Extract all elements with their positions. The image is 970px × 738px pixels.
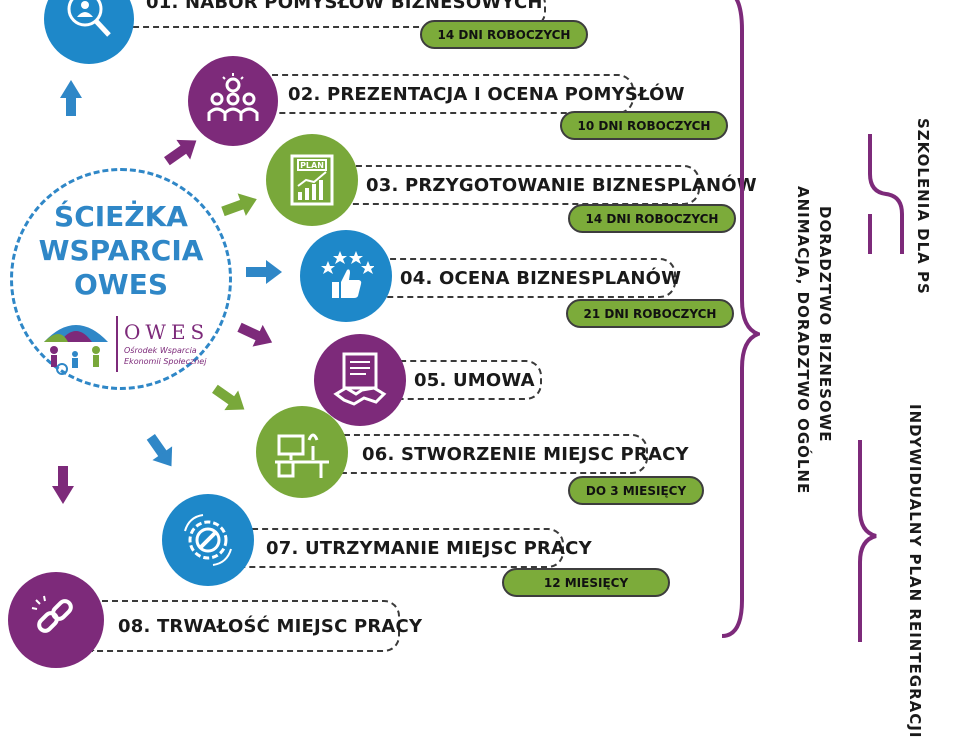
doradztwo-label-line2: ANIMACJA, DORADZTWO OGÓLNE [794,186,812,495]
arrow-to-step5 [237,322,273,347]
arrow-to-step7 [146,434,173,467]
step1-duration: 14 DNI ROBOCZYCH [420,20,588,49]
step8-circle [8,572,104,668]
step7-duration: 12 MIESIĘCY [502,568,670,597]
step5-label: 05. UMOWA [414,370,535,391]
arrow-down [52,466,74,504]
people-search-icon [67,0,111,37]
center-dashed-circle [10,168,232,390]
center-title-line2: WSPARCIA [38,234,204,267]
step7-circle [162,494,254,586]
owes-logo: OWES Ośrodek Wsparcia Ekonomii Społeczne… [40,314,210,376]
chain-link-icon [31,595,73,633]
step3-duration: 14 DNI ROBOCZYCH [568,204,736,233]
gear-wrench-icon [184,514,232,566]
szkolenia-label: SZKOLENIA DLA PS [914,118,932,295]
step5-circle [314,334,406,426]
step6-duration: DO 3 MIESIĘCY [568,476,704,505]
indywidualny-label: INDYWIDUALNY PLAN REINTEGRACJI [906,404,924,738]
szkolenia-brace [868,134,904,254]
step4-dashed-frame [370,258,676,298]
step4-duration: 21 DNI ROBOCZYCH [566,299,734,328]
umbrella-family-icon [44,325,108,375]
arrow-to-step6 [212,384,245,411]
step7-dashed-frame [242,528,564,568]
step3-dashed-frame [336,165,700,205]
step8-label: 08. TRWAŁOŚĆ MIEJSC PRACY [118,616,423,637]
plan-chart-icon: PLAN [290,154,334,206]
logo-sub1: Ośrodek Wsparcia [124,346,197,355]
step2-label: 02. PREZENTACJA I OCENA POMYSŁÓW [288,84,685,105]
workplace-desk-icon [275,433,329,478]
step2-duration: 10 DNI ROBOCZYCH [560,111,728,140]
step4-circle [300,230,392,322]
flow-arrows [52,80,282,504]
step5-dashed-frame [390,360,542,400]
step1-dashed-frame [116,0,546,28]
logo-sub2: Ekonomii Społecznej [124,357,207,366]
step7-label: 07. UTRZYMANIE MIEJSC PRACY [266,538,592,559]
step6-circle [256,406,348,498]
thumbs-up-stars-icon [321,251,374,298]
arrow-to-step3 [221,193,257,217]
center-title: ŚCIEŻKA WSPARCIA OWES [21,200,221,302]
step3-label: 03. PRZYGOTOWANIE BIZNESPLANÓW [366,175,757,196]
arrow-to-step2 [164,139,197,166]
step2-circle [188,56,278,146]
logo-word: OWES [124,320,210,344]
handshake-contract-icon [333,352,387,406]
doradztwo-brace [721,0,760,638]
step1-label: 01. NABÓR POMYSŁÓW BIZNESOWYCH [146,0,543,13]
step2-dashed-frame [262,74,634,114]
logo-divider [116,316,118,372]
center-title-line1: ŚCIEŻKA [54,200,188,233]
indywidualny-brace [858,440,877,642]
center-title-line3: OWES [74,268,168,301]
doradztwo-label-line1: DORADZTWO BIZNESOWE [816,206,834,443]
arrow-up [60,80,82,116]
step6-dashed-frame [334,434,648,474]
svg-text:PLAN: PLAN [300,161,324,170]
arrow-to-step4 [246,260,282,284]
step4-label: 04. OCENA BIZNESPLANÓW [400,268,682,289]
audience-presentation-icon [207,73,259,121]
step3-circle: PLAN [266,134,358,226]
step6-label: 06. STWORZENIE MIEJSC PRACY [362,444,689,465]
